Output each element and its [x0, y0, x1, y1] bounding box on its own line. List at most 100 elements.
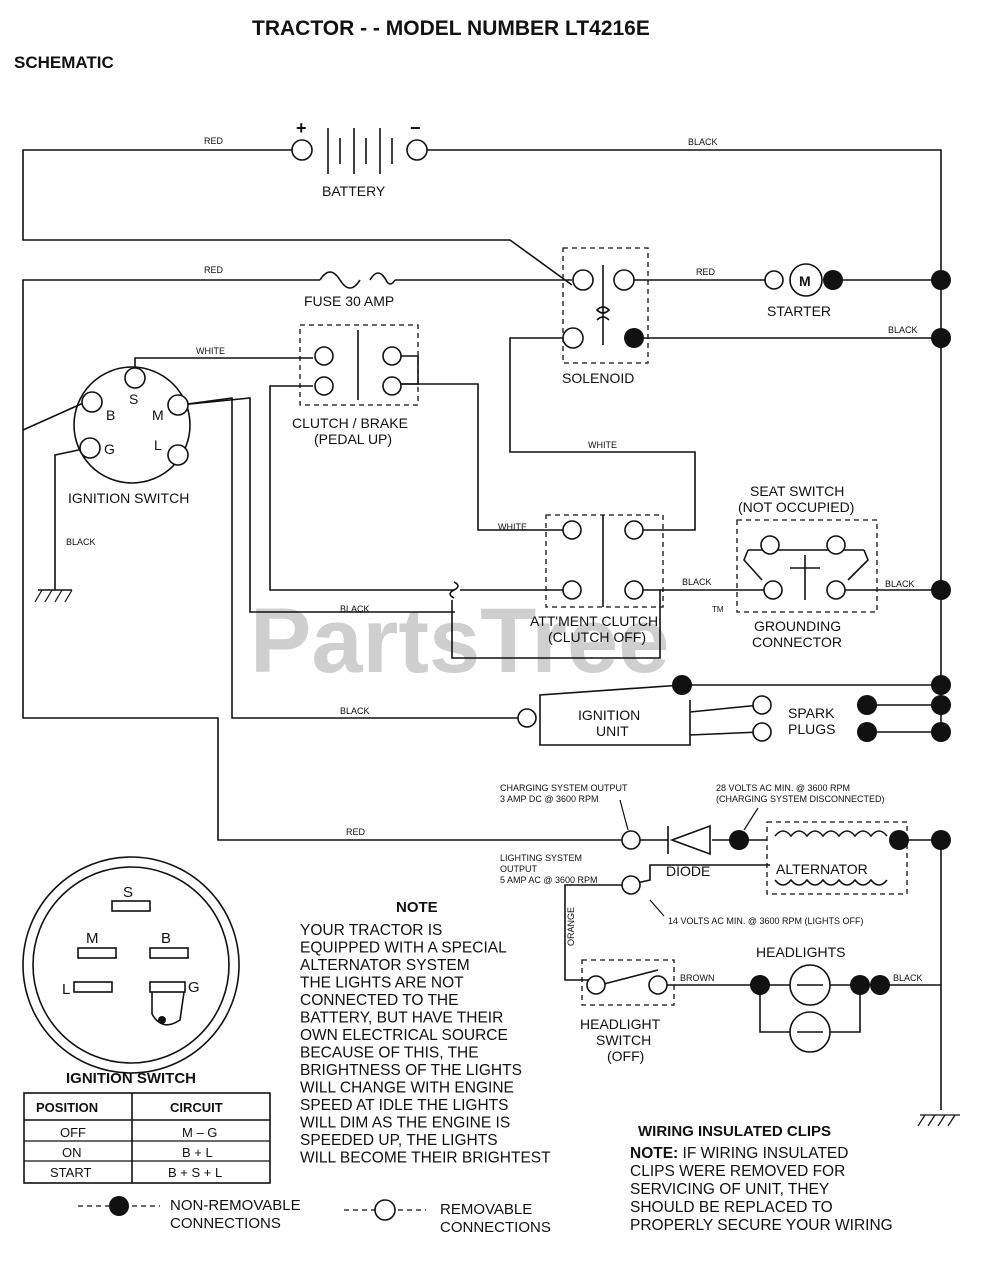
alternator-label: ALTERNATOR [776, 861, 868, 877]
note-line: WILL DIM AS THE ENGINE IS [300, 1115, 510, 1132]
terminal-b: B [106, 407, 115, 423]
watermark-tm: TM [712, 605, 724, 614]
note-line: SPEEDED UP, THE LIGHTS [300, 1132, 498, 1149]
wire-label-red: RED [204, 136, 224, 146]
note-line: EQUIPPED WITH A SPECIAL [300, 940, 507, 957]
charging-output-1: CHARGING SYSTEM OUTPUT [500, 783, 628, 793]
attment-clutch-label-1: ATT'MENT CLUTCH [530, 613, 658, 629]
legend-filled-dot [109, 1196, 129, 1216]
spark-plugs-label-1: SPARK [788, 705, 835, 721]
spark-plugs: SPARK PLUGS [752, 695, 877, 742]
attachment-clutch-switch: ATT'MENT CLUTCH (CLUTCH OFF) [449, 514, 664, 645]
ignition-switch-face: S M B L G [22, 856, 240, 1074]
starter-symbol: M STARTER [764, 263, 843, 319]
seat-switch: SEAT SWITCH (NOT OCCUPIED) GROUNDING CON… [736, 483, 878, 650]
note-line: BATTERY, BUT HAVE THEIR [300, 1010, 503, 1027]
legend-open-dot [374, 1199, 396, 1221]
headlights-label: HEADLIGHTS [756, 944, 845, 960]
charging-output-2: 3 AMP DC @ 3600 RPM [500, 794, 599, 804]
headlight-switch-label-2: SWITCH [596, 1032, 651, 1048]
volts14: 14 VOLTS AC MIN. @ 3600 RPM (LIGHTS OFF) [668, 916, 864, 926]
headlight-switch-label-3: (OFF) [607, 1048, 644, 1064]
battery-symbol: + − BATTERY [291, 118, 428, 199]
wire-label-orange: ORANGE [566, 907, 576, 946]
clips-line: CLIPS WERE REMOVED FOR [630, 1163, 845, 1180]
note-line: BECAUSE OF THIS, THE [300, 1045, 479, 1062]
battery-minus-label: − [410, 118, 421, 138]
table-cell: B + L [182, 1145, 213, 1160]
clutch-brake-switch: CLUTCH / BRAKE (PEDAL UP) [292, 324, 419, 447]
battery-plus-label: + [296, 118, 307, 138]
clips-first: IF WIRING INSULATED [678, 1145, 848, 1162]
ignition-switch-symbol: B S M G L IGNITION SWITCH [68, 366, 191, 506]
legend-removable-2: CONNECTIONS [440, 1219, 551, 1236]
volts28-1: 28 VOLTS AC MIN. @ 3600 RPM [716, 783, 850, 793]
clips-line: PROPERLY SECURE YOUR WIRING [630, 1217, 893, 1234]
note-heading: NOTE [396, 899, 438, 916]
note-line: BRIGHTNESS OF THE LIGHTS [300, 1062, 522, 1079]
ignition-unit: IGNITION UNIT [517, 675, 692, 739]
wire-label-red: RED [204, 265, 224, 275]
ground-rail-dots [931, 270, 951, 850]
table-cell: ON [62, 1145, 82, 1160]
face-l: L [62, 981, 70, 998]
page-title: TRACTOR - - MODEL NUMBER LT4216E [252, 17, 650, 40]
grounding-label-1: GROUNDING [754, 618, 841, 634]
legend-non-removable-1: NON-REMOVABLE [170, 1197, 301, 1214]
note-line: SPEED AT IDLE THE LIGHTS [300, 1097, 508, 1114]
svg-text:NOTE: IF WIRING INSULATED: NOTE: IF WIRING INSULATED [630, 1145, 848, 1162]
note-line: WILL BECOME THEIR BRIGHTEST [300, 1150, 551, 1167]
volts28-2: (CHARGING SYSTEM DISCONNECTED) [716, 794, 885, 804]
wire-label-white: WHITE [196, 346, 225, 356]
ignition-switch-label: IGNITION SWITCH [68, 490, 189, 506]
wire-label-black: BLACK [885, 579, 915, 589]
wire-label-black: BLACK [66, 537, 96, 547]
face-b: B [161, 930, 171, 947]
seat-switch-label-1: SEAT SWITCH [750, 483, 844, 499]
table-header-position: POSITION [36, 1100, 98, 1115]
clips-lead: NOTE: [630, 1145, 678, 1162]
ignition-unit-label-2: UNIT [596, 723, 629, 739]
clips-line: SHOULD BE REPLACED TO [630, 1199, 833, 1216]
clips-note: WIRING INSULATED CLIPS NOTE: IF WIRING I… [630, 1123, 893, 1234]
wire-label-white: WHITE [588, 440, 617, 450]
wire-label-red: RED [696, 267, 716, 277]
wire-label-black: BLACK [682, 577, 712, 587]
lighting-output-3: 5 AMP AC @ 3600 RPM [500, 875, 598, 885]
legend-non-removable-2: CONNECTIONS [170, 1215, 281, 1232]
terminal-s: S [129, 391, 138, 407]
table-cell: B + S + L [168, 1165, 222, 1180]
annotations: CHARGING SYSTEM OUTPUT 3 AMP DC @ 3600 R… [500, 783, 885, 926]
table-cell: START [50, 1165, 91, 1180]
table-cell: OFF [60, 1125, 86, 1140]
starter-motor-label: M [799, 273, 811, 289]
wire-label-red: RED [346, 827, 366, 837]
charging-system: DIODE ALTERNATOR [619, 799, 909, 917]
seat-switch-label-2: (NOT OCCUPIED) [738, 499, 854, 515]
face-s: S [123, 884, 133, 901]
solenoid-label: SOLENOID [562, 370, 634, 386]
table-header-circuit: CIRCUIT [170, 1100, 223, 1115]
legend: NON-REMOVABLE CONNECTIONS REMOVABLE CONN… [78, 1196, 551, 1236]
wire-label-white: WHITE [498, 522, 527, 532]
fuse-label: FUSE 30 AMP [304, 293, 394, 309]
headlight-switch-label-1: HEADLIGHT [580, 1016, 661, 1032]
wire-label-black: BLACK [340, 706, 370, 716]
face-m: M [86, 930, 99, 947]
terminal-l: L [154, 437, 162, 453]
table-caption: IGNITION SWITCH [66, 1070, 196, 1087]
ignition-unit-label-1: IGNITION [578, 707, 640, 723]
headlight-switch: HEADLIGHT SWITCH (OFF) [580, 959, 675, 1064]
starter-label: STARTER [767, 303, 831, 319]
terminal-g: G [104, 441, 115, 457]
solenoid-symbol: SOLENOID [562, 247, 649, 386]
note-line: OWN ELECTRICAL SOURCE [300, 1027, 508, 1044]
note-line: YOUR TRACTOR IS [300, 922, 442, 939]
lighting-output-2: OUTPUT [500, 864, 538, 874]
clips-line: SERVICING OF UNIT, THEY [630, 1181, 829, 1198]
lighting-output-1: LIGHTING SYSTEM [500, 853, 582, 863]
note-line: ALTERNATOR SYSTEM [300, 957, 470, 974]
face-g: G [188, 979, 200, 996]
wire-label-black: BLACK [688, 137, 718, 147]
